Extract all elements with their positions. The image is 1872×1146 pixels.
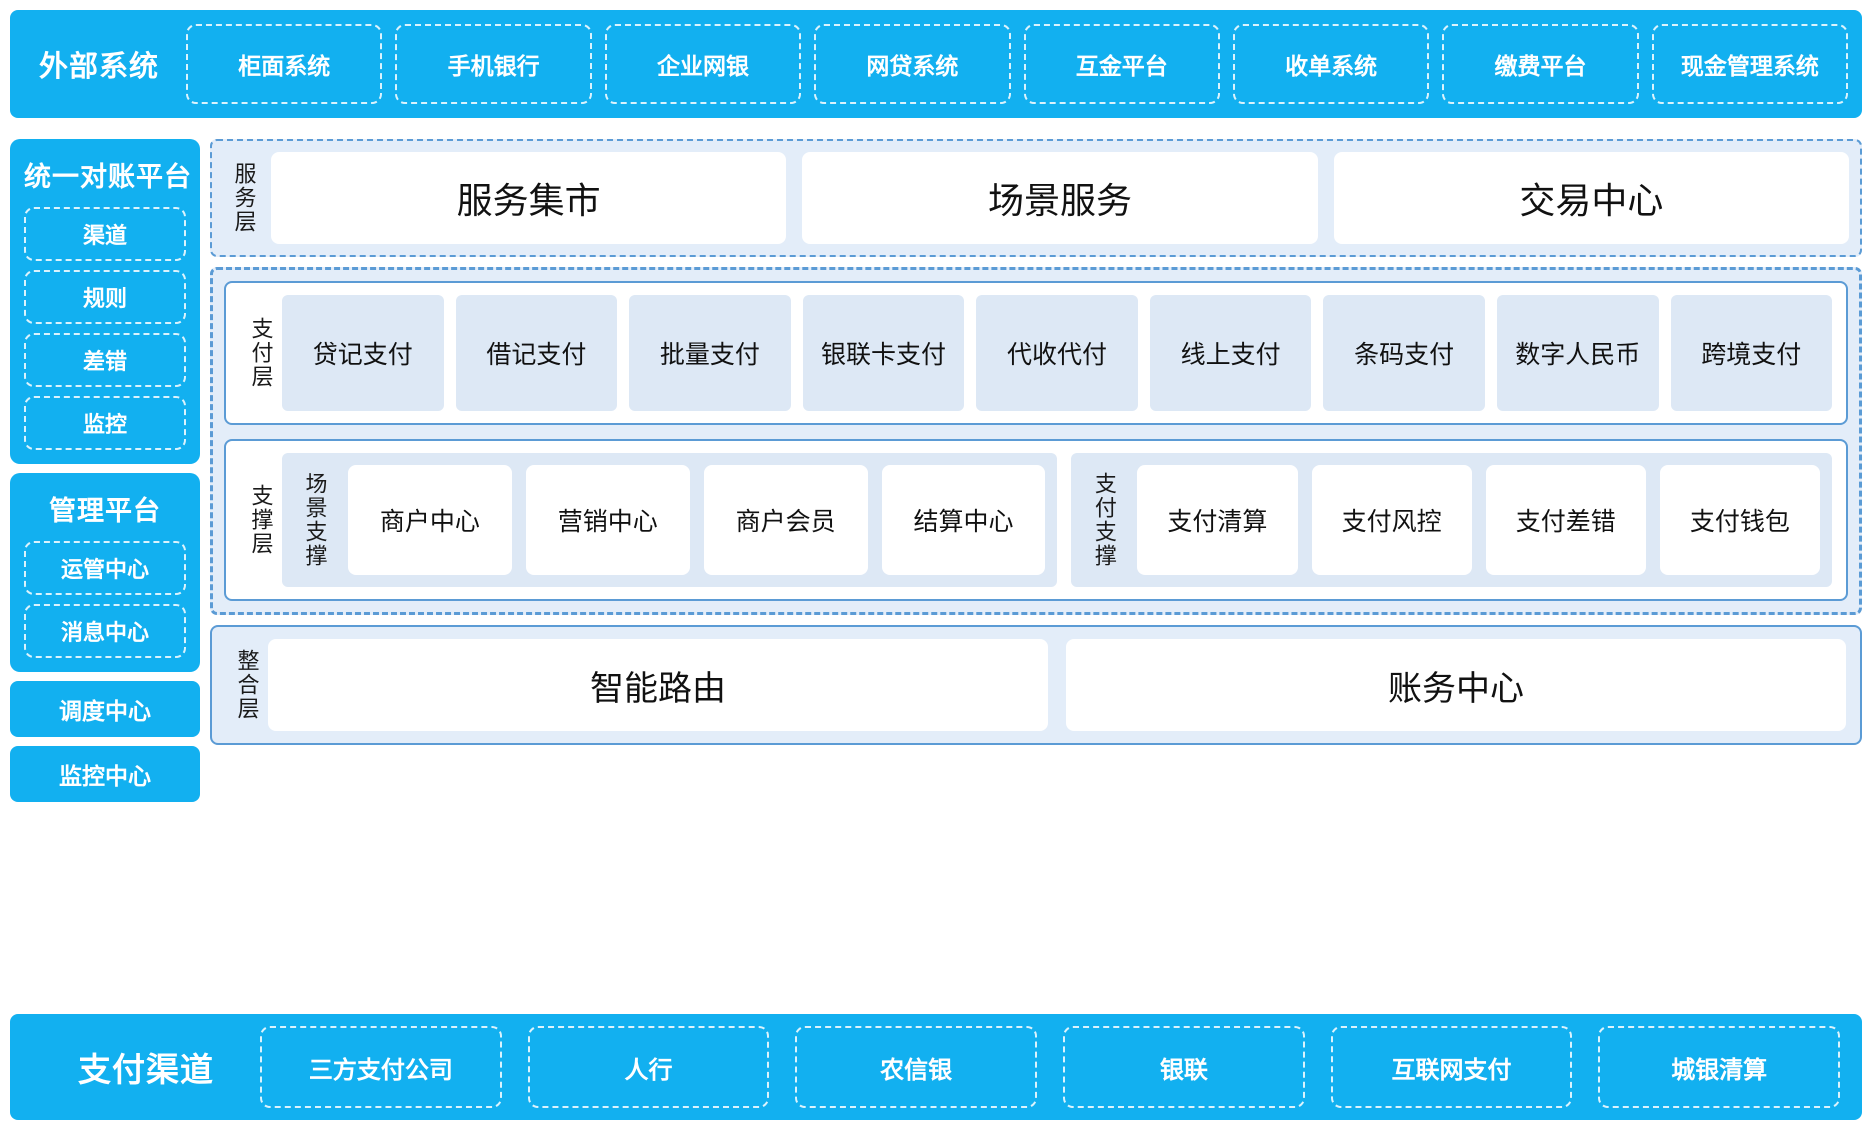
payment-channels-band: 支付渠道 三方支付公司 人行 农信银 银联 互联网支付 城银清算 — [10, 1014, 1862, 1120]
payment-core-container: 支付层 贷记支付 借记支付 批量支付 银联卡支付 代收代付 线上支付 条码支付 … — [210, 267, 1862, 615]
payment-channels-title: 支付渠道 — [78, 1051, 214, 1088]
support-item-payment-error[interactable]: 支付差错 — [1485, 465, 1646, 575]
support-layer-groups: 场景支撑 商户中心 营销中心 商户会员 结算中心 支付支撑 — [282, 453, 1832, 587]
payment-item-collection-payment[interactable]: 代收代付 — [976, 295, 1138, 411]
reconciliation-platform-title: 统一对账平台 — [24, 162, 192, 192]
payment-channels-list: 三方支付公司 人行 农信银 银联 互联网支付 城银清算 — [260, 1026, 1841, 1108]
service-layer-container: 服务层 服务集市 场景服务 交易中心 — [210, 139, 1862, 257]
service-item-scenario[interactable]: 场景服务 — [802, 152, 1318, 244]
payment-item-digital-rmb[interactable]: 数字人民币 — [1496, 295, 1659, 411]
service-item-marketplace[interactable]: 服务集市 — [271, 152, 787, 244]
payment-item-credit[interactable]: 贷记支付 — [282, 295, 444, 411]
monitoring-center-card[interactable]: 监控中心 — [10, 746, 200, 802]
external-system-item[interactable]: 缴费平台 — [1442, 24, 1639, 104]
middle-region: 统一对账平台 渠道 规则 差错 监控 管理平台 运管中心 消息中心 调度中心 监… — [10, 139, 1862, 994]
support-item-payment-wallet[interactable]: 支付钱包 — [1659, 465, 1820, 575]
support-item-payment-clearing[interactable]: 支付清算 — [1137, 465, 1298, 575]
external-systems-band: 外部系统 柜面系统 手机银行 企业网银 网贷系统 互金平台 收单系统 缴费平台 … — [10, 10, 1862, 118]
external-systems-title: 外部系统 — [38, 51, 159, 83]
payment-item-barcode[interactable]: 条码支付 — [1323, 295, 1485, 411]
support-group-payment: 支付支撑 支付清算 支付风控 支付差错 支付钱包 — [1071, 453, 1832, 587]
support-item-merchant-member[interactable]: 商户会员 — [703, 465, 868, 575]
payment-item-unionpay-card[interactable]: 银联卡支付 — [802, 295, 965, 411]
reconciliation-item-rule[interactable]: 规则 — [24, 270, 186, 324]
integration-item-accounting-center[interactable]: 账务中心 — [1066, 639, 1846, 731]
payment-item-cross-border[interactable]: 跨境支付 — [1670, 295, 1833, 411]
support-group-payment-label: 支付支撑 — [1091, 472, 1117, 568]
support-group-scenario: 场景支撑 商户中心 营销中心 商户会员 结算中心 — [282, 453, 1058, 587]
reconciliation-item-error[interactable]: 差错 — [24, 333, 186, 387]
management-platform-card: 管理平台 运管中心 消息中心 — [10, 473, 200, 672]
payment-layer-items: 贷记支付 借记支付 批量支付 银联卡支付 代收代付 线上支付 条码支付 数字人民… — [282, 295, 1833, 411]
management-item-operations-center[interactable]: 运管中心 — [24, 541, 186, 595]
channel-item-pboc[interactable]: 人行 — [527, 1026, 770, 1108]
external-system-item[interactable]: 企业网银 — [604, 24, 802, 104]
channel-item-rcc-bank[interactable]: 农信银 — [795, 1026, 1038, 1108]
support-layer-box: 支撑层 场景支撑 商户中心 营销中心 商户会员 结算中心 — [224, 439, 1848, 601]
reconciliation-item-monitor[interactable]: 监控 — [24, 396, 186, 450]
external-system-item[interactable]: 现金管理系统 — [1651, 24, 1848, 104]
payment-item-batch[interactable]: 批量支付 — [629, 295, 791, 411]
support-item-merchant-center[interactable]: 商户中心 — [348, 465, 512, 575]
external-system-item[interactable]: 收单系统 — [1232, 24, 1430, 104]
channel-item-city-bank-clearing[interactable]: 城银清算 — [1598, 1026, 1841, 1108]
payment-item-debit[interactable]: 借记支付 — [455, 295, 618, 411]
reconciliation-item-channel[interactable]: 渠道 — [24, 207, 186, 261]
channel-item-internet-payment[interactable]: 互联网支付 — [1330, 1026, 1573, 1108]
service-layer-items: 服务集市 场景服务 交易中心 — [271, 152, 1849, 244]
service-item-transaction-center[interactable]: 交易中心 — [1333, 152, 1849, 244]
channel-item-unionpay[interactable]: 银联 — [1063, 1026, 1305, 1108]
support-item-marketing-center[interactable]: 营销中心 — [525, 465, 690, 575]
scheduling-center-card[interactable]: 调度中心 — [10, 681, 200, 737]
channel-item-third-party[interactable]: 三方支付公司 — [260, 1026, 502, 1108]
payment-item-online[interactable]: 线上支付 — [1149, 295, 1312, 411]
support-item-settlement-center[interactable]: 结算中心 — [881, 465, 1046, 575]
payment-layer-label: 支付层 — [248, 317, 274, 389]
support-group-scenario-label: 场景支撑 — [302, 472, 328, 568]
integration-layer-label: 整合层 — [234, 649, 260, 721]
payment-layer-box: 支付层 贷记支付 借记支付 批量支付 银联卡支付 代收代付 线上支付 条码支付 … — [224, 281, 1848, 425]
external-system-item[interactable]: 互金平台 — [1023, 24, 1220, 104]
service-layer-label: 服务层 — [231, 162, 257, 234]
external-system-item[interactable]: 柜面系统 — [186, 24, 383, 104]
external-system-item[interactable]: 网贷系统 — [814, 24, 1011, 104]
integration-item-smart-routing[interactable]: 智能路由 — [268, 639, 1048, 731]
support-layer-label: 支撑层 — [248, 484, 274, 556]
left-rail: 统一对账平台 渠道 规则 差错 监控 管理平台 运管中心 消息中心 调度中心 监… — [10, 139, 200, 802]
external-systems-list: 柜面系统 手机银行 企业网银 网贷系统 互金平台 收单系统 缴费平台 现金管理系… — [186, 24, 1848, 104]
management-platform-title: 管理平台 — [49, 496, 161, 526]
layer-stack: 服务层 服务集市 场景服务 交易中心 支付层 贷记支付 — [210, 139, 1862, 745]
management-item-message-center[interactable]: 消息中心 — [24, 604, 186, 658]
integration-layer-container: 整合层 智能路由 账务中心 — [210, 625, 1862, 745]
reconciliation-platform-card: 统一对账平台 渠道 规则 差错 监控 — [10, 139, 200, 464]
support-item-payment-risk[interactable]: 支付风控 — [1311, 465, 1472, 575]
integration-layer-items: 智能路由 账务中心 — [268, 639, 1846, 731]
external-system-item[interactable]: 手机银行 — [395, 24, 592, 104]
